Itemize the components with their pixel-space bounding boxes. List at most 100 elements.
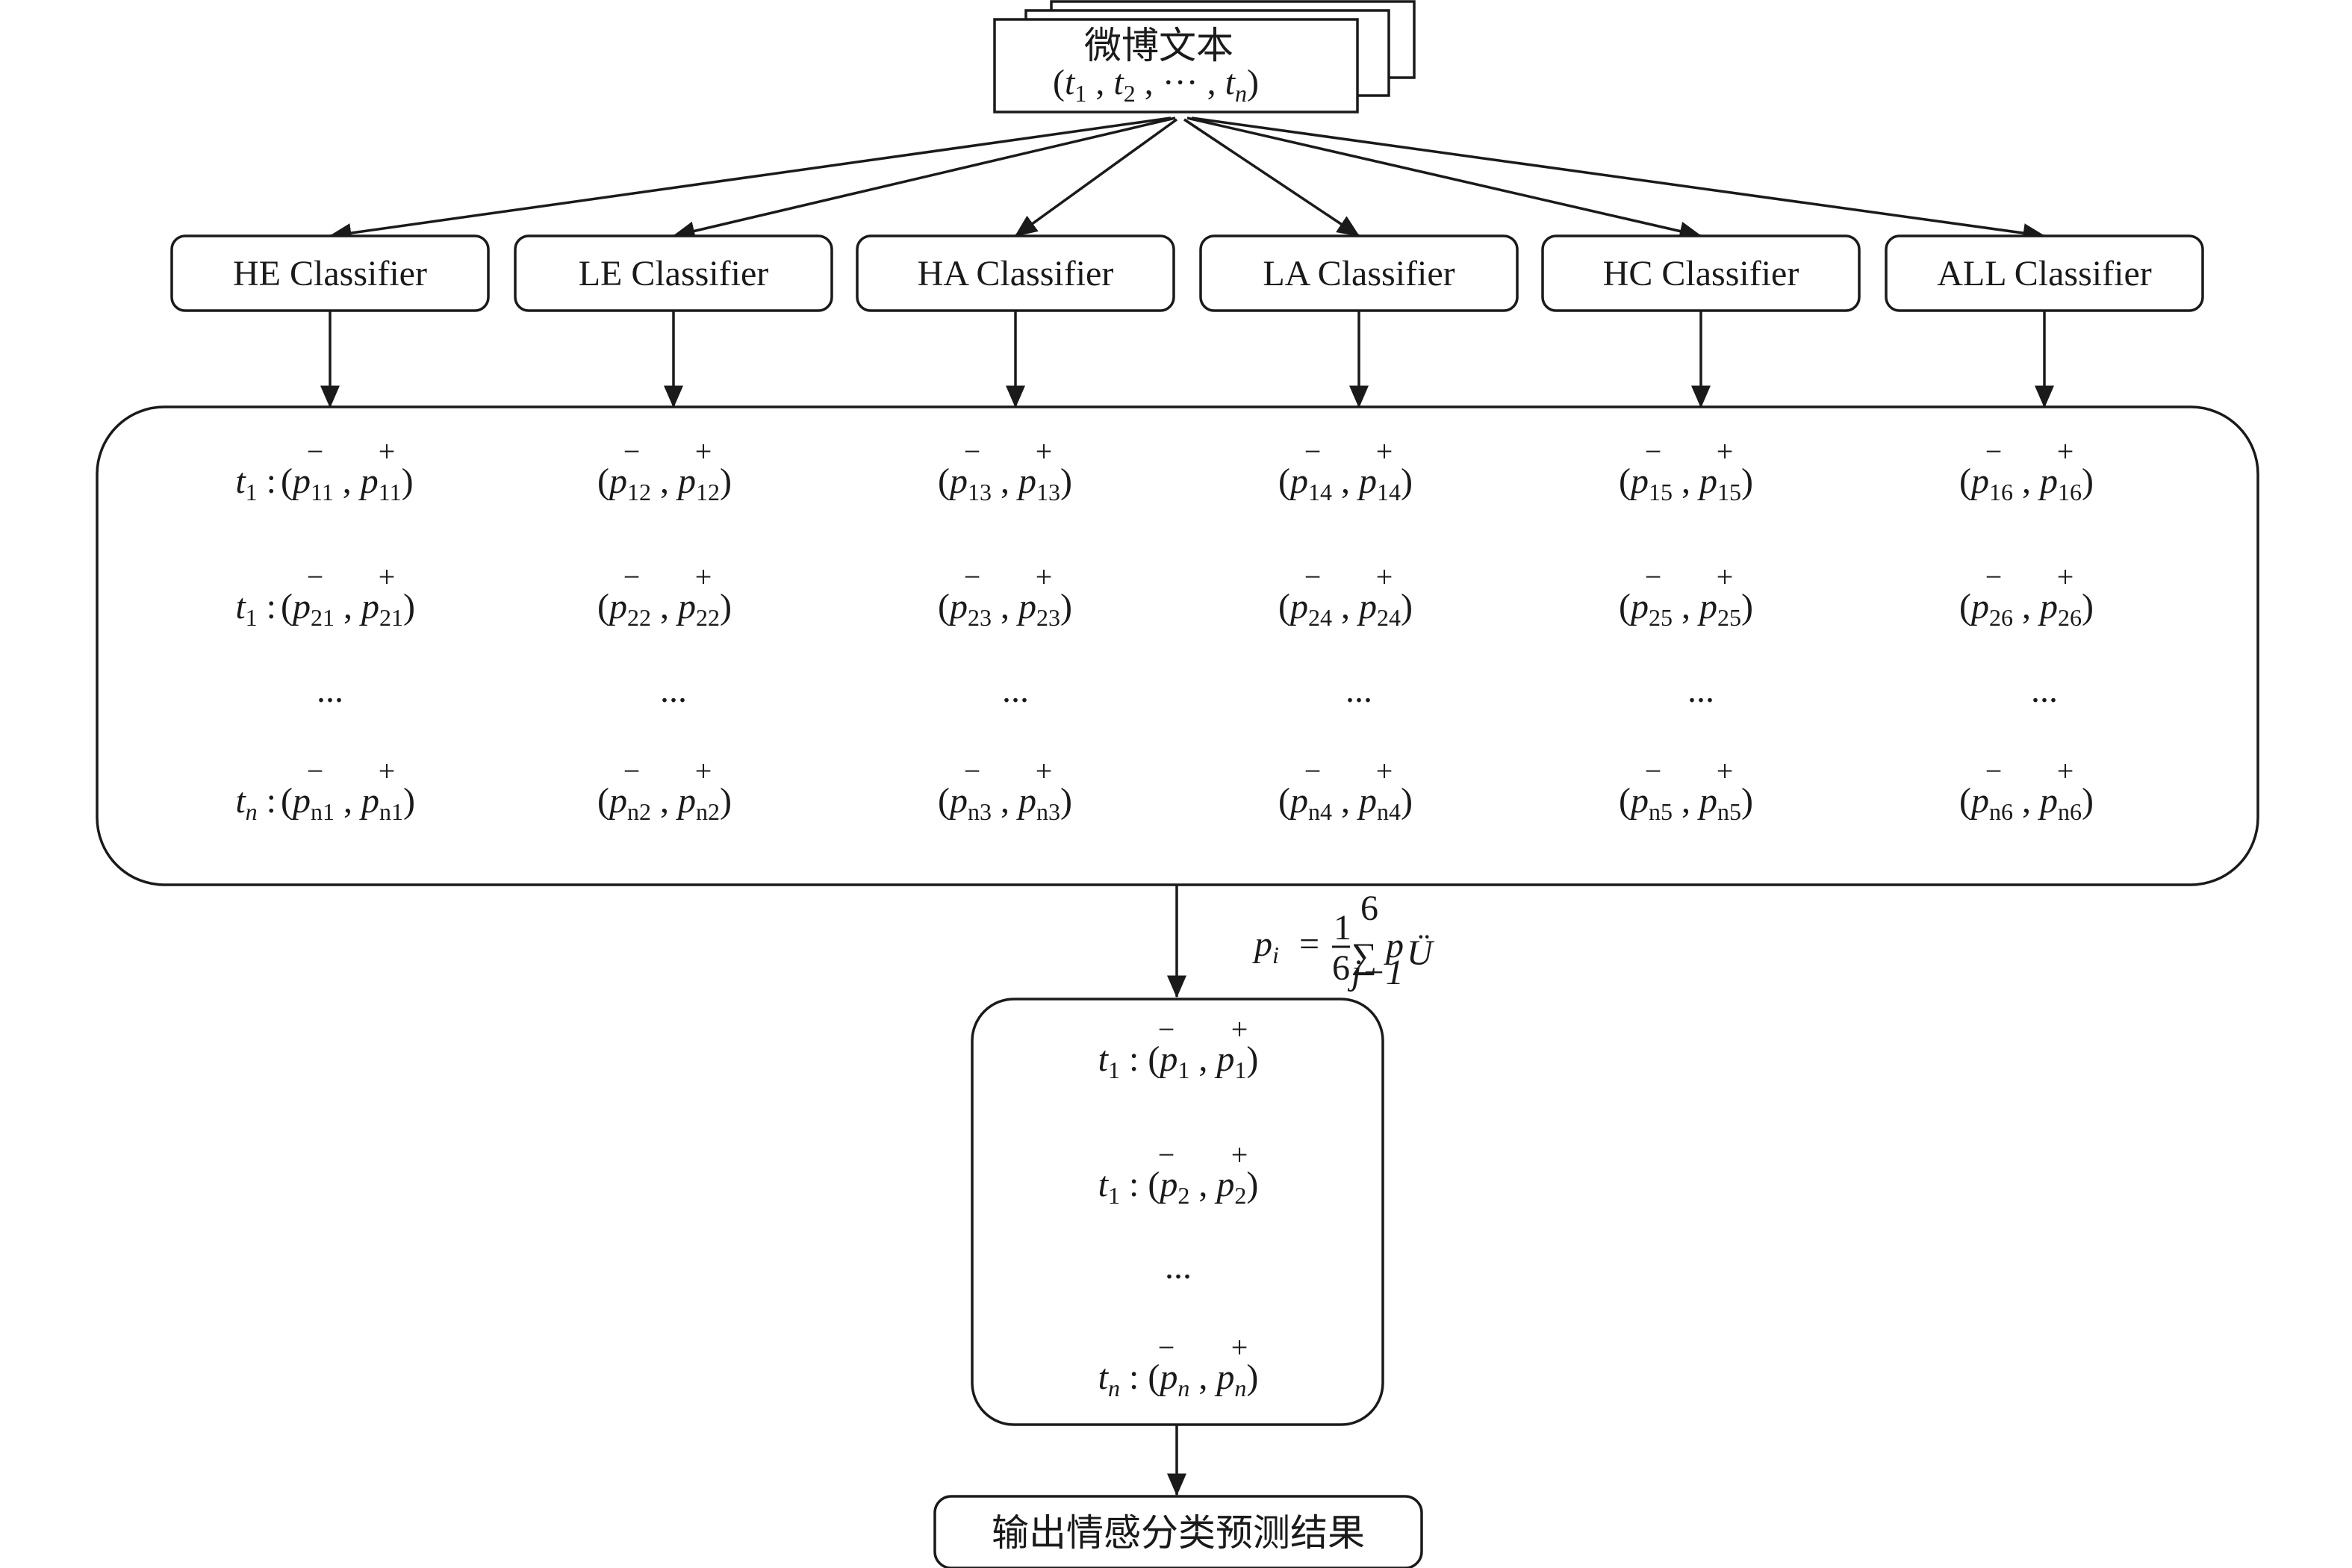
matrix-cell: (p22 , p22)−+ [597,560,732,631]
probability-matrix: t1 :(p11 , p11)−+(p12 , p12)−+(p13 , p13… [96,405,2259,886]
svg-text:(pn2 , pn2): (pn2 , pn2) [597,781,732,825]
fanout-arrows [329,116,2046,243]
matrix-row-label: t1 : [235,587,276,631]
plus-sign: + [1376,560,1393,594]
minus-sign: − [964,435,981,468]
matrix-cell: (p15 , p15)−+ [1619,435,1753,505]
classifier-1: HE Classifier [170,234,490,312]
svg-text:6: 6 [1332,948,1350,988]
fanout-arrow [1186,116,1702,241]
minus-sign: − [307,754,324,788]
minus-sign: − [623,435,641,468]
matrix-cell: (p11 , p11)−+ [281,435,414,505]
svg-text:(p25 , p25): (p25 , p25) [1619,587,1753,631]
svg-text:(p23 , p23): (p23 , p23) [938,587,1072,631]
input-formula: (t1 , t2 , ··· , tn) [1053,63,1259,107]
matrix-cell: (pn3 , pn3)−+ [938,754,1072,825]
plus-sign: + [1717,560,1734,594]
minus-sign: − [307,435,324,468]
svg-text:∑: ∑ [1351,936,1377,976]
svg-text:t1 : (p2 , p2): t1 : (p2 , p2) [1098,1165,1259,1209]
matrix-cell: (pn5 , pn5)−+ [1619,754,1753,825]
result-panel: t1 : (p1 , p1)−+t1 : (p2 , p2)−+tn : (pn… [971,998,1384,1426]
plus-sign: + [1036,560,1053,594]
classifier-label: LA Classifier [1263,254,1455,293]
plus-sign: + [2057,435,2074,468]
svg-text:t1 :: t1 : [235,587,276,631]
minus-sign: − [1985,754,2003,788]
classifier-label: ALL Classifier [1937,254,2152,293]
fanout-arrow [329,116,1172,243]
classifier-label: HE Classifier [233,254,427,293]
matrix-cell: (p14 , p14)−+ [1278,435,1413,505]
plus-sign: + [1231,1138,1248,1172]
matrix-cell: (p25 , p25)− + [1619,560,1753,631]
svg-text:1: 1 [1334,908,1351,948]
matrix-row-label: t1 : [235,461,276,505]
svg-text:(p26 , p26): (p26 , p26) [1959,587,2094,631]
minus-sign: − [1645,560,1662,594]
matrix-cell: (p16 , p16)−+ [1959,435,2094,505]
classifier-label: HC Classifier [1603,254,1799,293]
plus-sign: + [1036,754,1053,788]
result-row: t1 : (p1 , p1)−+ [1098,1012,1259,1083]
minus-sign: − [623,560,641,594]
plus-sign: + [379,435,396,468]
plus-sign: + [1717,754,1734,788]
svg-text:(pn6 , pn6): (pn6 , pn6) [1959,781,2094,825]
svg-text:pi: pi [1252,924,1279,968]
plus-sign: + [379,560,396,594]
classifier-6: ALL Classifier [1885,234,2204,312]
matrix-ellipsis: ... [1345,671,1372,710]
classifier-output-arrows [320,311,2054,408]
svg-text:Ü: Ü [1407,933,1435,973]
svg-text:=: = [1299,924,1319,964]
document-page-front [993,18,1359,113]
plus-sign: + [1231,1331,1248,1364]
minus-sign: − [964,754,981,788]
aggregation-formula: pi = 1 6 ∑ 6 j−1 p Ü [1252,889,1435,992]
result-cells: t1 : (p1 , p1)−+t1 : (p2 , p2)−+tn : (pn… [1098,1012,1259,1401]
matrix-row-label: tn : [235,781,276,825]
matrix-cell: (pn6 , pn6)−+ [1959,754,2094,825]
minus-sign: − [1158,1012,1175,1046]
minus-sign: − [1304,560,1322,594]
minus-sign: − [1158,1331,1175,1364]
matrix-cell: (p13 , p13)− + [938,435,1072,505]
input-document-stack: 微博文本 (t1 , t2 , ··· , tn) [993,0,1416,113]
plus-sign: + [379,754,396,788]
plus-sign: + [695,560,712,594]
result-ellipsis: ... [1165,1247,1192,1287]
svg-text:(p14 , p14): (p14 , p14) [1278,461,1413,505]
minus-sign: − [1645,754,1662,788]
minus-sign: − [1645,435,1662,468]
matrix-ellipsis: ... [2031,671,2058,710]
svg-text:(p12 , p12): (p12 , p12) [597,461,732,505]
matrix-container [96,405,2259,886]
matrix-ellipsis: ... [1687,671,1714,710]
svg-text:(pn4 , pn4): (pn4 , pn4) [1278,781,1413,825]
svg-text:(p13 , p13): (p13 , p13) [938,461,1072,505]
output-label: 输出情感分类预测结果 [992,1511,1365,1555]
classifier-label: HA Classifier [918,254,1114,293]
fanout-arrow [672,116,1176,241]
minus-sign: − [1985,435,2003,468]
classifier-2: LE Classifier [514,234,833,312]
classifier-5: HC Classifier [1541,234,1861,312]
matrix-cell: (pn4 , pn4)−+ [1278,754,1413,825]
svg-text:tn :: tn : [235,781,276,825]
output-box: 输出情感分类预测结果 [933,1495,1423,1568]
plus-sign: + [1717,435,1734,468]
matrix-cell: (p12 , p12)− + [597,435,732,505]
output-box-frame [933,1495,1423,1568]
plus-sign: + [1376,754,1393,788]
fanout-arrow [1191,116,2046,243]
svg-text:t1 :: t1 : [235,461,276,505]
classifier-4: LA Classifier [1199,234,1519,312]
result-row: t1 : (p2 , p2)−+ [1098,1138,1259,1209]
result-row: tn : (pn , pn)−+ [1098,1331,1259,1401]
fanout-arrow [1183,118,1360,237]
plus-sign: + [695,435,712,468]
plus-sign: + [1036,435,1053,468]
svg-text:t1 : (p1 , p1): t1 : (p1 , p1) [1098,1039,1259,1083]
